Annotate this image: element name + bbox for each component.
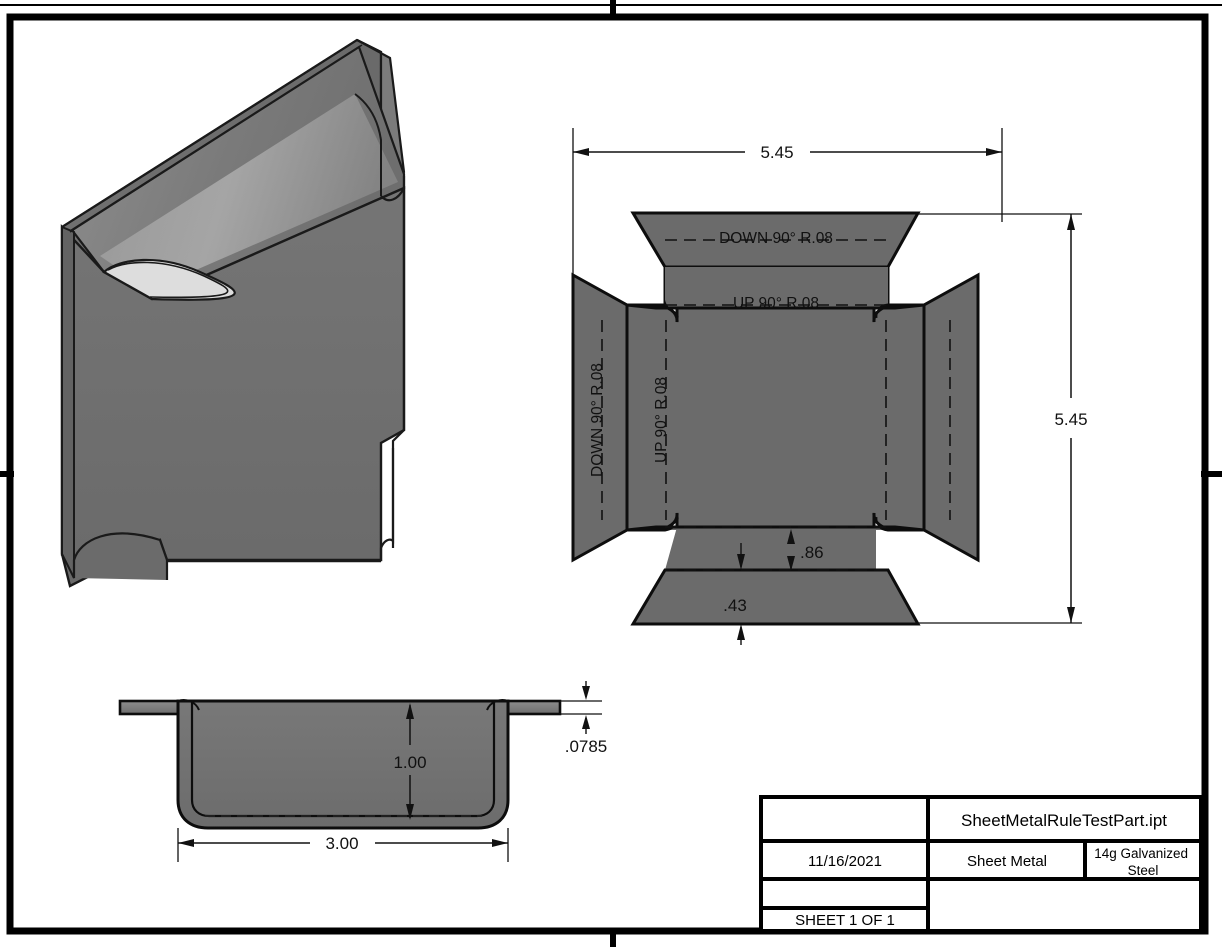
title-block-part-type: Sheet Metal: [967, 853, 1047, 870]
arrowhead-depth-up: [406, 703, 414, 719]
arrowhead-left: [573, 148, 589, 156]
dimension-width-value: 5.45: [760, 143, 793, 162]
iso-corner-relief-upper-left-inner: [107, 261, 229, 299]
bend-note-left-inner: UP 90° R.08: [653, 377, 670, 463]
bend-note-left-outer: DOWN 90° R.08: [589, 363, 606, 477]
title-block-sheet-number: SHEET 1 OF 1: [795, 912, 895, 929]
arrowhead-43-up: [737, 624, 745, 640]
dimension-thickness: .0785: [560, 681, 607, 756]
dimension-section-width: 3.00: [177, 828, 509, 862]
bend-note-inner-top: UP 90° R.08: [733, 295, 819, 312]
arrowhead-top: [1067, 214, 1075, 230]
arrowhead-down: [787, 556, 795, 571]
iso-corner-relief-upper-left: [102, 258, 236, 301]
dimension-flat-width: 5.45: [572, 128, 1003, 280]
flat-center-merged: [627, 305, 924, 530]
title-block-date: 11/16/2021: [808, 853, 882, 870]
flat-flange-bottom: [630, 568, 921, 626]
dimension-flange-outer: .43: [723, 543, 747, 645]
iso-bend-edge-right: [354, 93, 382, 196]
dimension-flange-inner: .86: [787, 529, 824, 571]
iso-corner-relief-lower-left: [72, 532, 169, 580]
dimension-section-width-value: 3.00: [325, 834, 358, 853]
section-view: 1.00 3.00 .0785: [118, 681, 607, 862]
section-body: [176, 699, 510, 830]
arrowhead-thk-down: [582, 686, 590, 700]
arrowhead-depth-down: [406, 804, 414, 820]
iso-corner-relief-upper-right: [380, 176, 406, 202]
iso-rim-highlight: [100, 94, 398, 290]
arrowhead-sec-left: [178, 839, 194, 847]
title-block-columns: [926, 797, 1087, 931]
flat-band-top: [665, 267, 888, 308]
dimension-flange-outer-value: .43: [723, 596, 747, 615]
dimension-section-depth: 1.00: [393, 703, 427, 820]
flat-relief-notches: [626, 303, 925, 532]
arrowhead-up: [787, 529, 795, 544]
title-block-material-line2: Steel: [1128, 863, 1159, 878]
flat-bend-lines: [601, 239, 951, 571]
bend-note-top: DOWN 90° R.08: [719, 230, 833, 247]
iso-top-back-edge: [61, 39, 358, 228]
flat-pattern-view: DOWN 90° R.08 UP 90° R.08 DOWN 90° R.08 …: [571, 128, 1088, 645]
iso-left-flange: [61, 225, 75, 579]
dimension-flange-inner-value: .86: [800, 543, 824, 562]
iso-right-edge: [391, 188, 406, 548]
arrowhead-right: [986, 148, 1002, 156]
flat-corner-reliefs: [665, 267, 677, 309]
isometric-view: [60, 38, 406, 588]
title-block-rules: [761, 839, 1201, 910]
arrowhead-sec-right: [492, 839, 508, 847]
flat-band-bottom: [665, 527, 876, 570]
title-block-material: 14g Galvanized Steel: [1094, 846, 1192, 878]
arrowhead-bottom: [1067, 607, 1075, 623]
arrowhead-thk-up: [582, 715, 590, 729]
arrowhead-43-down: [737, 554, 745, 570]
title-block-material-line1: 14g Galvanized: [1094, 846, 1188, 861]
dimension-depth-value: 1.00: [393, 753, 426, 772]
flat-flange-right: [922, 272, 980, 563]
dimension-height-value: 5.45: [1054, 410, 1087, 429]
dimension-thickness-value: .0785: [565, 737, 608, 756]
title-block-file-name: SheetMetalRuleTestPart.ipt: [961, 811, 1167, 830]
title-block: SheetMetalRuleTestPart.ipt 11/16/2021 Sh…: [759, 795, 1203, 933]
section-bend-relief-right: [486, 699, 509, 711]
dimension-flat-height: 5.45: [918, 213, 1088, 624]
iso-top-back-edge-2: [69, 44, 363, 233]
section-bend-relief-left: [177, 699, 200, 711]
